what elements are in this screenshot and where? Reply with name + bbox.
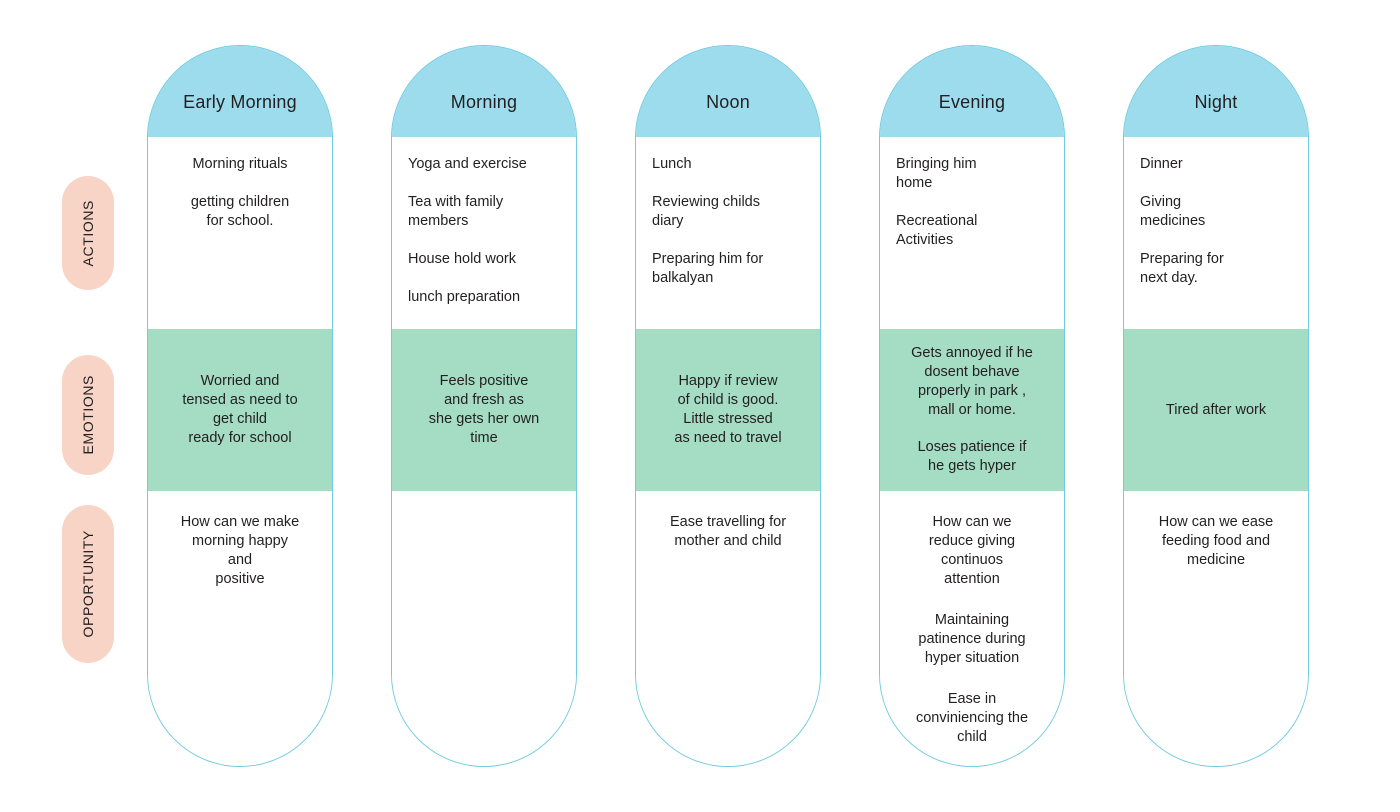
column-title: Night <box>1194 92 1238 112</box>
column-title: Morning <box>450 92 518 112</box>
column-header-night: Night <box>1124 46 1308 137</box>
row-label-column: ACTIONS EMOTIONS OPPORTUNITY <box>62 0 118 812</box>
cell-item: Tired after work <box>1165 401 1267 418</box>
cell-item: lunch preparation <box>408 289 521 305</box>
row-label-opportunity: OPPORTUNITY <box>62 505 114 663</box>
column-header-noon: Noon <box>636 46 820 137</box>
cell-opportunity <box>392 491 576 766</box>
row-label-actions: ACTIONS <box>62 176 114 290</box>
cell-item: House hold work <box>408 251 516 267</box>
row-label-emotions: EMOTIONS <box>62 355 114 475</box>
column-title: Early Morning <box>183 92 297 112</box>
journey-column-early-morning: Early Morning Morning rituals getting chi… <box>147 45 333 767</box>
column-title: Noon <box>706 92 750 112</box>
column-header-early-morning: Early Morning <box>148 46 332 137</box>
cell-emotions: Tired after work <box>1124 329 1308 491</box>
cell-item: Dinner <box>1140 156 1183 172</box>
cell-item: Yoga and exercise <box>408 156 527 172</box>
column-title: Evening <box>938 92 1006 112</box>
column-header-morning: Morning <box>392 46 576 137</box>
column-header-evening: Evening <box>880 46 1064 137</box>
cell-item: Lunch <box>652 156 692 172</box>
cell-item: Morning rituals <box>192 156 288 172</box>
